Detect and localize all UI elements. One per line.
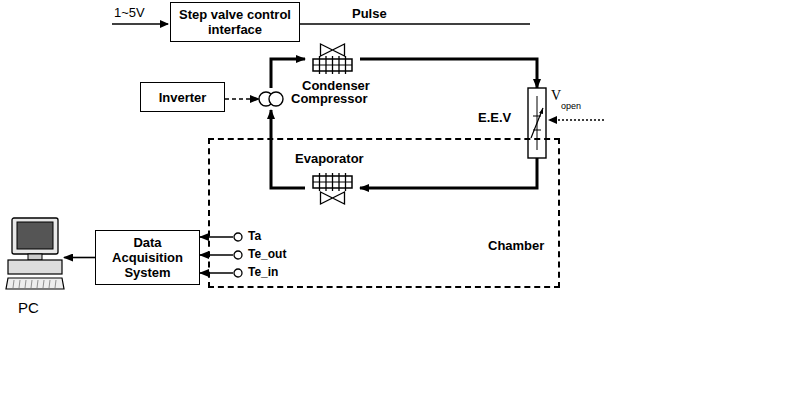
component-label: Chamber [488,238,544,253]
signal-arrow [200,236,233,237]
keyboard [6,278,64,289]
coil-tube [313,182,352,183]
component-label: Condenser [302,78,370,93]
condenser: Condenser [305,44,360,74]
sensor-point: Te_out [233,250,243,260]
box-label: Step valve control interface [175,7,295,37]
chamber-region: Chamber EvaporatorTaTe_outTe_in [208,138,560,288]
valve-opening-subscript: open [561,99,581,114]
keyboard-keys [13,280,14,288]
screen [17,222,53,249]
sensor-point-symbol [233,250,243,260]
computer-icon-symbol [6,218,64,290]
refrigerant-line [271,110,305,188]
component-label: Evaporator [295,151,364,166]
keyboard-keys [31,280,32,288]
refrigerant-line [360,158,537,188]
input-signal-arrow [112,23,168,24]
box-label: Data Acquisition System [100,235,195,280]
sensor-point-symbol [233,268,243,278]
signal-arrow [64,257,95,259]
fan-symbol [321,192,345,204]
component-label: Compressor [291,91,368,106]
computer-icon: PC [6,218,64,290]
expansion-valve: E.E.V [528,88,546,158]
evaporator: Evaporator [305,172,360,204]
keyboard-keys [43,280,44,288]
monitor-stand [28,254,42,260]
fan-symbol [321,44,345,56]
signal-arrow [225,98,259,99]
compressor-symbol [269,92,283,106]
component-label: Te_in [248,265,278,280]
keyboard-keys [55,280,56,288]
acquisition-box: Data Acquisition System [95,230,200,285]
sensor-point: Te_in [233,268,243,278]
signal-arrow [200,272,233,273]
valve-seat [533,130,541,131]
condenser-symbol [305,44,360,74]
valve-body [528,88,546,158]
keyboard-keys [37,280,38,288]
valve-arrow [531,108,543,138]
interface-box: Step valve control interface [170,2,300,42]
valve-opening-symbol: V [551,88,561,103]
sensor-point: Ta [233,232,243,242]
refrigerant-line [360,59,537,88]
component-label: PC [18,300,39,315]
box-label: Inverter [159,90,207,105]
compressor: Compressor [259,88,283,110]
component-label: Ta [248,229,261,244]
sensor-symbol [234,251,242,259]
sensor-point-symbol [233,232,243,242]
compressor-symbol [259,88,283,110]
inverter-box: Inverter [140,82,225,112]
component-label: Te_out [248,247,286,262]
signal-range: 1~5V [114,5,145,20]
coil-tube [313,65,352,66]
keyboard-keys [25,280,26,288]
valve-arrow [539,108,543,114]
keyboard-keys [49,280,50,288]
keyboard-keys [19,280,20,288]
monitor [12,218,58,254]
expansion-valve-symbol [528,88,546,158]
computer-case [8,260,62,274]
evaporator-symbol [305,172,360,204]
pulse-line [300,23,530,24]
sensor-symbol [234,233,242,241]
valve-opening-arrow [549,119,604,120]
sensor-symbol [234,269,242,277]
signal-name: Pulse [352,6,387,21]
refrigerant-line [271,59,305,88]
valve-seat [533,116,541,117]
signal-arrow [200,254,233,255]
component-label: E.E.V [478,110,511,125]
